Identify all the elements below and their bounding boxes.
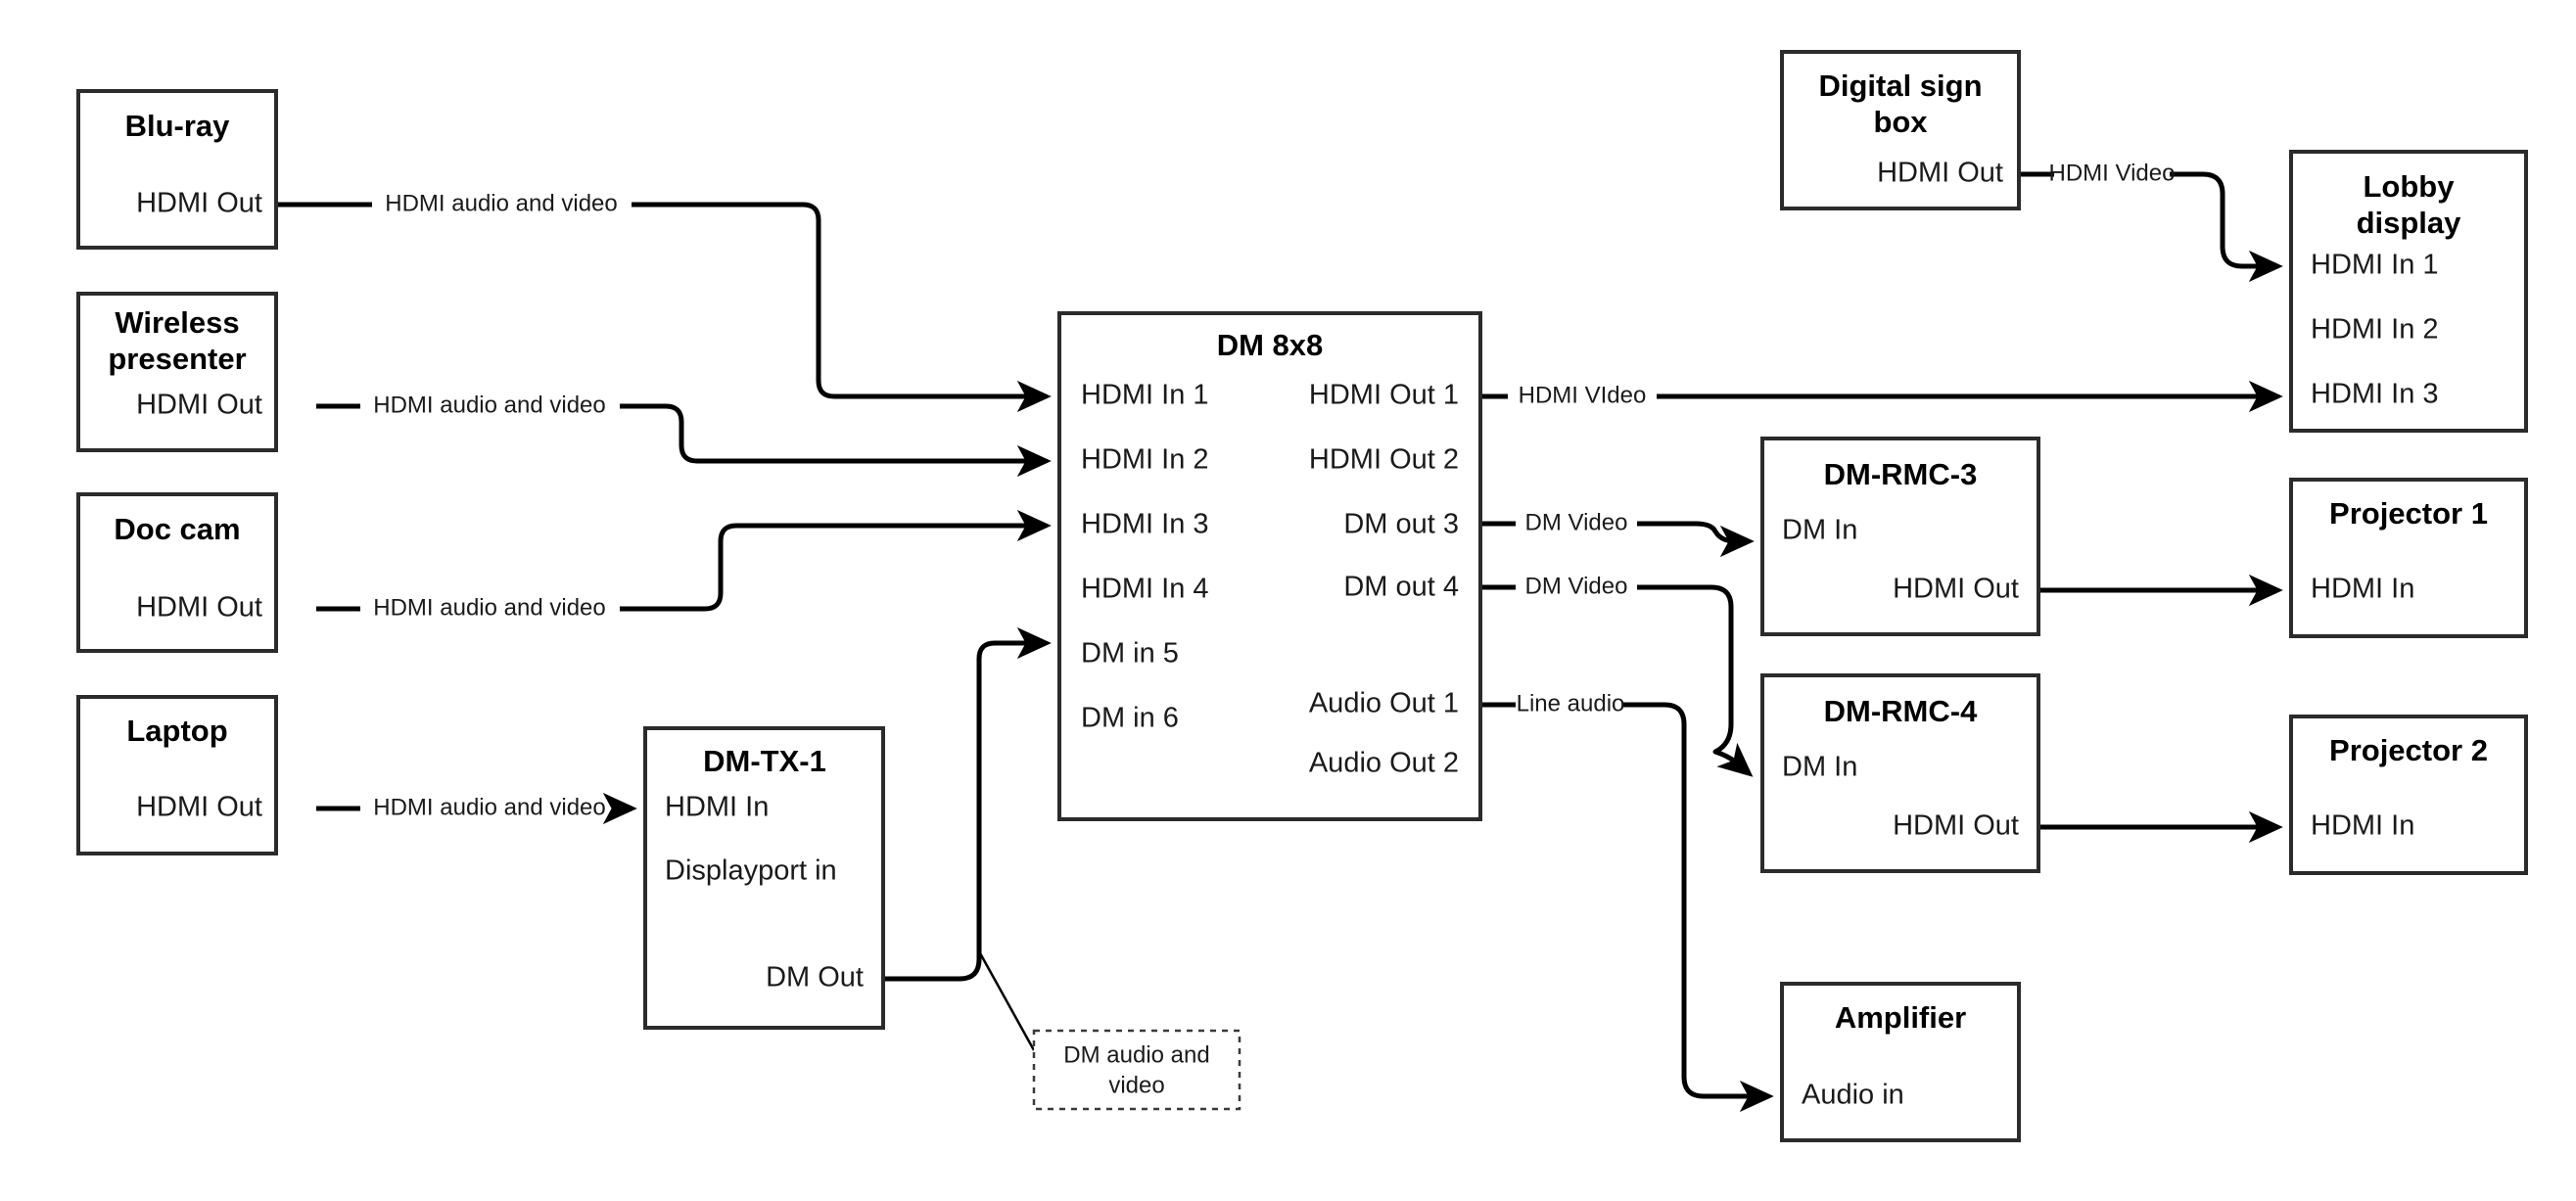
node-amplifier[interactable]: Amplifier Audio in bbox=[1780, 982, 2021, 1142]
node-projector-2-title: Projector 2 bbox=[2329, 733, 2488, 767]
node-doc-cam-title: Doc cam bbox=[114, 512, 240, 546]
node-dm-8x8-input-4: HDMI In 4 bbox=[1081, 574, 1209, 605]
edge-label-dm-video-3: DM Video bbox=[1525, 509, 1628, 535]
node-digital-sign-box-port-hdmi-out: HDMI Out bbox=[1877, 158, 2003, 189]
node-digital-sign-box-title-line1: Digital sign bbox=[1818, 69, 1982, 103]
node-dm-8x8[interactable]: DM 8x8 HDMI In 1 HDMI In 2 HDMI In 3 HDM… bbox=[1057, 311, 1482, 821]
node-lobby-display-input-1: HDMI In 1 bbox=[2311, 250, 2439, 281]
node-dm-8x8-output-1: HDMI Out 1 bbox=[1309, 380, 1459, 411]
node-dm-8x8-output-3: DM out 3 bbox=[1343, 509, 1459, 540]
node-wireless-presenter-title-line1: Wireless bbox=[115, 305, 239, 340]
node-amplifier-title: Amplifier bbox=[1835, 1000, 1966, 1035]
node-lobby-display-box[interactable] bbox=[2289, 150, 2528, 433]
node-dm-rmc-3-box[interactable] bbox=[1760, 437, 2040, 636]
node-dm-tx-1[interactable]: DM-TX-1 HDMI In Displayport in DM Out bbox=[643, 726, 885, 1030]
node-wireless-presenter-title-line2: presenter bbox=[108, 342, 246, 376]
node-dm-rmc-3-port-dm-in: DM In bbox=[1782, 515, 1857, 546]
node-dm-8x8-input-2: HDMI In 2 bbox=[1081, 444, 1209, 476]
node-bluray-title: Blu-ray bbox=[125, 109, 231, 143]
node-amplifier-box[interactable] bbox=[1780, 982, 2021, 1142]
node-dm-tx-1-box[interactable] bbox=[643, 726, 885, 1030]
edge-dm8x8-out3-to-rmc3 bbox=[1480, 524, 1749, 541]
node-bluray-box[interactable] bbox=[76, 89, 278, 250]
node-projector-2-port-hdmi-in: HDMI In bbox=[2311, 810, 2414, 842]
edge-digitalsign-to-lobby-in1 bbox=[2019, 171, 2277, 266]
node-projector-1[interactable]: Projector 1 HDMI In bbox=[2289, 478, 2528, 638]
node-projector-2[interactable]: Projector 2 HDMI In bbox=[2289, 715, 2528, 875]
node-dm-8x8-box[interactable] bbox=[1057, 311, 1482, 821]
node-dm-8x8-input-3: HDMI In 3 bbox=[1081, 509, 1209, 540]
edge-label-dm-video-4: DM Video bbox=[1525, 573, 1628, 599]
node-projector-1-port-hdmi-in: HDMI In bbox=[2311, 574, 2414, 605]
node-wireless-presenter[interactable]: Wireless presenter HDMI Out bbox=[76, 292, 278, 452]
node-lobby-display-title-line2: display bbox=[2357, 206, 2462, 240]
node-dm-8x8-output-5: Audio Out 1 bbox=[1309, 688, 1459, 719]
node-lobby-display-input-3: HDMI In 3 bbox=[2311, 379, 2439, 410]
node-laptop-title: Laptop bbox=[126, 714, 227, 748]
node-doc-cam-box[interactable] bbox=[76, 492, 278, 653]
edge-wireless-to-dm8x8-in2 bbox=[316, 403, 1046, 461]
edge-dm8x8-audioout1-to-amp bbox=[1480, 702, 1768, 1096]
node-dm-8x8-input-6: DM in 6 bbox=[1081, 703, 1179, 734]
node-dm-tx-1-port-hdmi-in: HDMI In bbox=[665, 792, 769, 823]
edge-label-doccam: HDMI audio and video bbox=[373, 594, 605, 621]
edge-bluray-to-dm8x8-in1 bbox=[198, 202, 1046, 396]
node-projector-1-title: Projector 1 bbox=[2329, 496, 2488, 531]
edge-label-laptop: HDMI audio and video bbox=[373, 794, 605, 820]
node-dm-8x8-output-2: HDMI Out 2 bbox=[1309, 444, 1459, 476]
edge-label-digitalsign: HDMI Video bbox=[2049, 160, 2176, 186]
note-dm-audio-and-video-box bbox=[1032, 1029, 1241, 1111]
node-dm-tx-1-port-dm-out: DM Out bbox=[766, 962, 864, 993]
node-projector-2-box[interactable] bbox=[2289, 715, 2528, 875]
node-dm-rmc-4[interactable]: DM-RMC-4 DM In HDMI Out bbox=[1760, 673, 2040, 873]
node-dm-tx-1-port-displayport-in: Displayport in bbox=[665, 855, 837, 887]
node-dm-rmc-4-title: DM-RMC-4 bbox=[1824, 694, 1978, 728]
node-wireless-presenter-port-hdmi-out: HDMI Out bbox=[136, 390, 262, 421]
edge-label-hdmi-out1: HDMI VIdeo bbox=[1519, 382, 1647, 408]
node-dm-rmc-4-box[interactable] bbox=[1760, 673, 2040, 873]
node-dm-8x8-title: DM 8x8 bbox=[1217, 328, 1324, 362]
node-lobby-display[interactable]: Lobby display HDMI In 1 HDMI In 2 HDMI I… bbox=[2289, 150, 2528, 433]
node-wireless-presenter-box[interactable] bbox=[76, 292, 278, 452]
node-lobby-display-input-2: HDMI In 2 bbox=[2311, 314, 2439, 346]
node-dm-8x8-input-5: DM in 5 bbox=[1081, 638, 1179, 670]
node-dm-rmc-4-port-hdmi-out: HDMI Out bbox=[1893, 810, 2019, 842]
note-dm-audio-and-video-line2: video bbox=[1108, 1072, 1164, 1098]
node-dm-rmc-4-port-dm-in: DM In bbox=[1782, 752, 1857, 783]
note-dm-audio-and-video-line1: DM audio and bbox=[1063, 1041, 1209, 1068]
node-dm-rmc-3[interactable]: DM-RMC-3 DM In HDMI Out bbox=[1760, 437, 2040, 636]
edge-label-bluray: HDMI audio and video bbox=[385, 190, 617, 216]
node-amplifier-port-audio-in: Audio in bbox=[1802, 1080, 1904, 1111]
node-doc-cam[interactable]: Doc cam HDMI Out bbox=[76, 492, 278, 653]
node-laptop[interactable]: Laptop HDMI Out bbox=[76, 695, 278, 855]
node-dm-rmc-3-port-hdmi-out: HDMI Out bbox=[1893, 574, 2019, 605]
node-digital-sign-box[interactable]: Digital sign box HDMI Out bbox=[1780, 50, 2021, 210]
node-dm-rmc-3-title: DM-RMC-3 bbox=[1824, 457, 1978, 491]
node-dm-tx-1-title: DM-TX-1 bbox=[703, 744, 826, 778]
edge-label-line-audio: Line audio bbox=[1517, 690, 1625, 716]
node-projector-1-box[interactable] bbox=[2289, 478, 2528, 638]
edge-doccam-to-dm8x8-in3 bbox=[316, 526, 1046, 612]
node-digital-sign-box-rect[interactable] bbox=[1780, 50, 2021, 210]
edge-label-wireless: HDMI audio and video bbox=[373, 392, 605, 418]
node-digital-sign-box-title-line2: box bbox=[1873, 105, 1928, 139]
note-leader-line bbox=[977, 950, 1036, 1051]
node-dm-8x8-output-4: DM out 4 bbox=[1343, 572, 1459, 603]
note-dm-audio-and-video: DM audio and video bbox=[1032, 1029, 1241, 1111]
edge-dm8x8-out4-to-rmc4 bbox=[1480, 584, 1749, 773]
node-doc-cam-port-hdmi-out: HDMI Out bbox=[136, 592, 262, 624]
node-bluray[interactable]: Blu-ray HDMI Out bbox=[76, 89, 278, 250]
node-laptop-port-hdmi-out: HDMI Out bbox=[136, 792, 262, 823]
edge-dmtx1-to-dm8x8-in5 bbox=[883, 626, 1052, 982]
node-laptop-box[interactable] bbox=[76, 695, 278, 855]
node-bluray-port-hdmi-out: HDMI Out bbox=[136, 188, 262, 219]
node-dm-8x8-input-1: HDMI In 1 bbox=[1081, 380, 1209, 411]
node-lobby-display-title-line1: Lobby bbox=[2364, 169, 2456, 204]
node-dm-8x8-output-6: Audio Out 2 bbox=[1309, 748, 1459, 779]
